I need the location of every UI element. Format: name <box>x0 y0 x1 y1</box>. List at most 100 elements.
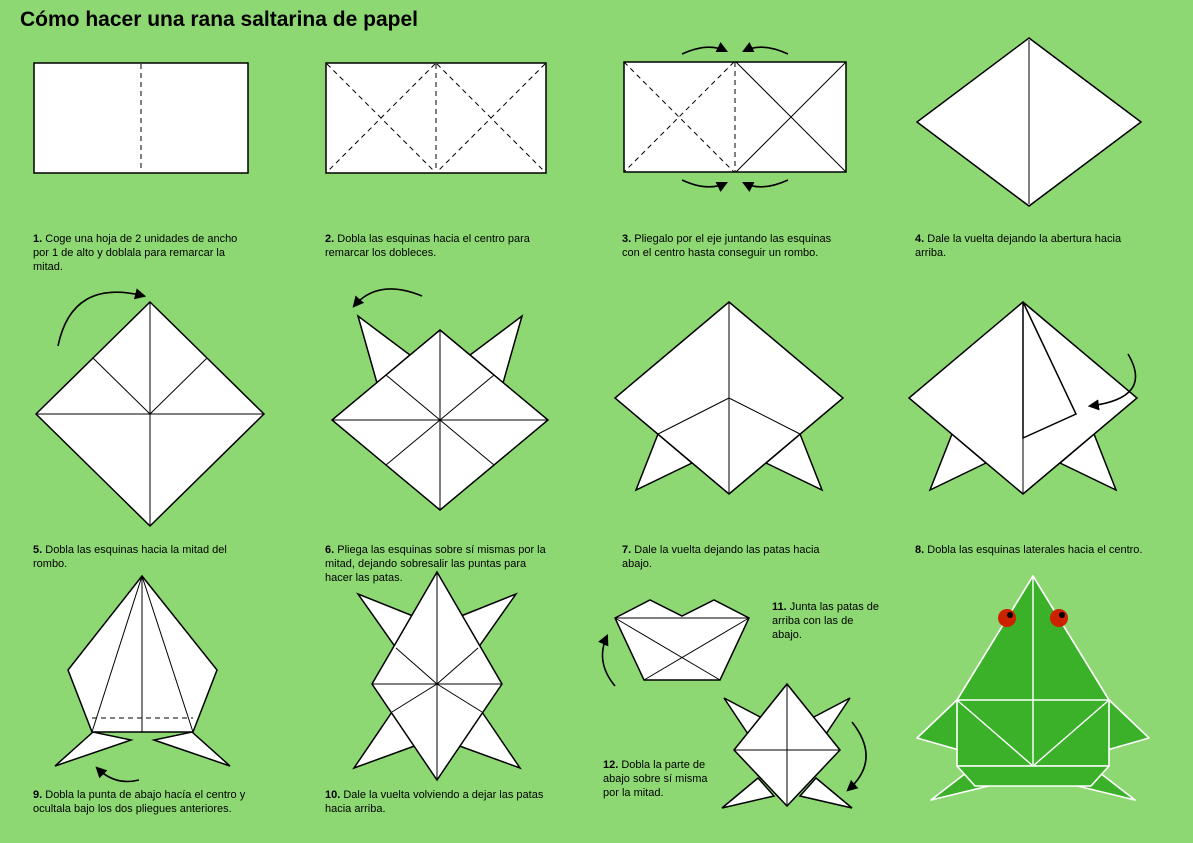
step-number: 10. <box>325 789 341 801</box>
step-4-diagram <box>915 37 1143 207</box>
step-number: 11. <box>772 601 787 613</box>
step-5-diagram <box>34 288 266 528</box>
step-text: Dobla las esquinas hacia la mitad del ro… <box>33 544 227 570</box>
step-4-caption: 4. Dale la vuelta dejando la abertura ha… <box>915 232 1143 260</box>
step-9-caption: 9. Dobla la punta de abajo hacía el cent… <box>33 788 258 816</box>
crease-line <box>956 575 1034 701</box>
crease-line <box>436 683 483 713</box>
crease-line <box>643 617 750 681</box>
crease-line <box>385 374 441 421</box>
step-11-caption: 11. Junta las patas de arriba con las de… <box>772 600 884 642</box>
step-text: Dobla las esquinas hacia el centro para … <box>325 233 530 259</box>
step-2-diagram <box>325 62 547 174</box>
step-number: 5. <box>33 544 43 556</box>
step-3-caption: 3. Pliegalo por el eje juntando las esqu… <box>622 232 850 260</box>
fold-arrow <box>57 288 147 347</box>
step-number: 1. <box>33 233 43 245</box>
step-text: Junta las patas de arriba con las de aba… <box>772 601 880 641</box>
step-8-diagram <box>907 301 1139 495</box>
step-text: Dale la vuelta dejando la abertura hacia… <box>915 233 1122 259</box>
step-12-caption: 12. Dobla la parte de abajo sobre sí mis… <box>603 758 711 800</box>
step-7-diagram <box>613 301 845 495</box>
frog-left-pupil <box>1007 612 1013 618</box>
crease-line <box>735 61 847 173</box>
step-8-figure <box>907 298 1158 513</box>
step-8-caption: 8. Dobla las esquinas laterales hacia el… <box>915 543 1143 557</box>
step-7-caption: 7. Dale la vuelta dejando las patas haci… <box>622 543 844 571</box>
step-text: Dobla la parte de abajo sobre sí misma p… <box>603 759 708 799</box>
crease-line <box>728 397 801 435</box>
step-1-figure <box>33 62 249 174</box>
step-number: 8. <box>915 544 925 556</box>
crease-line <box>385 419 441 466</box>
step-5-caption: 5. Dobla las esquinas hacia la mitad del… <box>33 543 255 571</box>
step-9-diagram <box>54 574 231 783</box>
crease-line <box>395 647 438 685</box>
crease-line <box>91 575 143 733</box>
frog-left-eye <box>998 609 1016 627</box>
step-number: 6. <box>325 544 335 556</box>
step-3-figure <box>620 41 850 193</box>
frog-left-arm <box>916 697 960 751</box>
fold-arrow <box>681 179 729 193</box>
leg-point <box>721 776 776 809</box>
step-2-caption: 2. Dobla las esquinas hacia el centro pa… <box>325 232 547 260</box>
step-7-figure <box>612 298 847 513</box>
step-12-figure <box>700 678 890 818</box>
crease-line <box>657 397 730 435</box>
step-number: 3. <box>622 233 632 245</box>
step-number: 12. <box>603 759 619 771</box>
finished-frog-diagram <box>916 575 1150 801</box>
step-10-caption: 10. Dale la vuelta volviendo a dejar las… <box>325 788 547 816</box>
step-4-figure <box>915 36 1143 208</box>
crease-line <box>1032 575 1110 701</box>
crease-line <box>439 374 495 421</box>
leg-point <box>151 731 231 767</box>
frog-right-eye <box>1050 609 1068 627</box>
step-11-figure <box>593 590 768 695</box>
step-6-diagram <box>330 288 550 511</box>
finished-frog-figure <box>913 570 1153 805</box>
step-3-diagram <box>623 41 847 193</box>
step-11-diagram <box>598 599 750 687</box>
step-text: Coge una hoja de 2 unidades de ancho por… <box>33 233 238 273</box>
step-text: Dobla las esquinas laterales hacia el ce… <box>927 544 1143 556</box>
step-text: Dobla la punta de abajo hacía el centro … <box>33 789 246 815</box>
step-number: 4. <box>915 233 925 245</box>
step-number: 9. <box>33 789 43 801</box>
page-title: Cómo hacer una rana saltarina de papel <box>20 8 418 31</box>
fold-arrow <box>1087 353 1137 411</box>
step-10-figure <box>330 562 545 787</box>
step-text: Pliegalo por el eje juntando las esquina… <box>622 233 832 259</box>
folded-flap <box>1022 301 1078 440</box>
crease-line <box>614 617 721 681</box>
fold-arrow <box>681 41 729 55</box>
crease-line <box>956 699 1034 767</box>
crease-line <box>439 419 495 466</box>
crease-line <box>326 63 436 173</box>
step-2-figure <box>325 62 547 174</box>
step-5-figure <box>28 284 268 534</box>
step-text: Dale la vuelta volviendo a dejar las pat… <box>325 789 544 815</box>
step-9-figure <box>35 570 250 785</box>
fold-arrow <box>598 633 616 687</box>
fold-arrow <box>352 288 423 308</box>
step-text: Pliega las esquinas sobre sí mismas por … <box>325 544 546 584</box>
step-1-diagram <box>33 62 249 174</box>
fold-arrow <box>741 179 789 193</box>
step-number: 2. <box>325 233 335 245</box>
crease-line <box>623 61 735 173</box>
fold-arrow <box>846 721 867 792</box>
frog-right-arm <box>1106 697 1150 751</box>
fold-arrow <box>741 41 789 55</box>
fold-arrow <box>95 766 140 783</box>
step-1-caption: 1. Coge una hoja de 2 unidades de ancho … <box>33 232 255 274</box>
crease-line <box>92 357 151 415</box>
crease-line <box>149 357 208 415</box>
frog-right-pupil <box>1059 612 1065 618</box>
crease-line <box>141 575 194 733</box>
crease-line <box>436 63 546 173</box>
step-6-caption: 6. Pliega las esquinas sobre sí mismas p… <box>325 543 555 585</box>
step-text: Dale la vuelta dejando las patas hacia a… <box>622 544 820 570</box>
